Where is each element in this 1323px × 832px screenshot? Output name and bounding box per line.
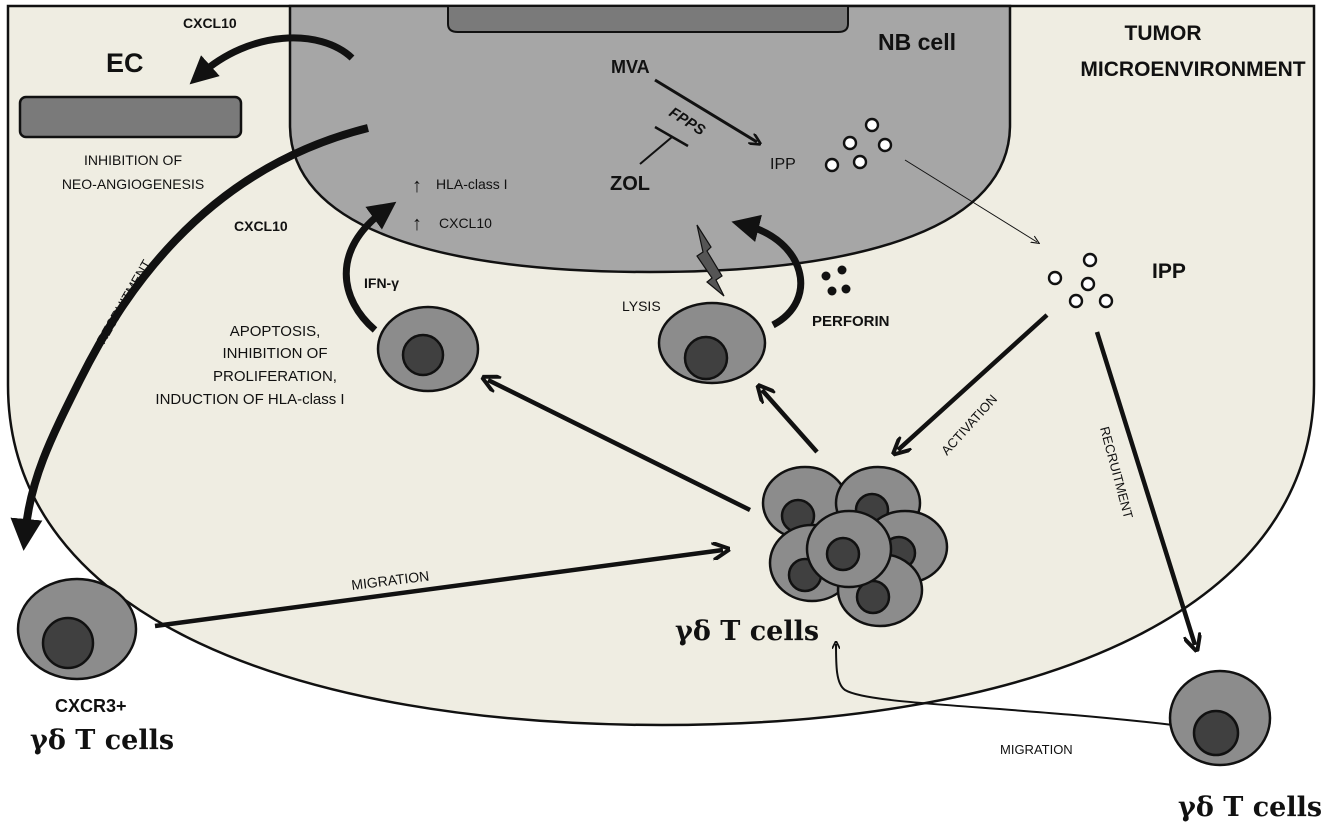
migration-right-label: MIGRATION — [1000, 742, 1073, 757]
inhibition-label-line2: NEO-ANGIOGENESIS — [62, 176, 204, 192]
cxcr3-t-cell — [16, 577, 138, 681]
lysis-label: LYSIS — [622, 298, 661, 314]
apoptosis-label-line1: APOPTOSIS, — [230, 323, 321, 340]
endothelial-cell — [18, 95, 243, 139]
gd-center-label: γδ T cells — [675, 616, 819, 647]
cxcl10-up-arrow: ↑ — [412, 213, 422, 235]
tumor-label-line2: MICROENVIRONMENT — [1080, 58, 1305, 81]
cxcl10-top-label: CXCL10 — [183, 15, 237, 31]
cxcl10-recruitment-arrow — [10, 124, 369, 551]
hla-up-arrow: ↑ — [412, 175, 422, 197]
ifn-gamma-arrow — [342, 201, 397, 333]
zol-inhibition-bar — [654, 125, 689, 148]
perforin-label: PERFORIN — [812, 313, 890, 330]
zol-label: ZOL — [610, 173, 650, 195]
apoptosis-label-line4: INDUCTION OF HLA-class I — [155, 391, 344, 408]
nb-cell — [288, 4, 1012, 274]
cluster-to-ifn-cell-arrow — [488, 380, 752, 513]
ipp-inside-label: IPP — [770, 156, 796, 173]
lysis-lightning-icon — [696, 224, 725, 297]
ipp-export-arrow — [904, 159, 1037, 242]
apoptosis-label-line2: INHIBITION OF — [223, 345, 328, 362]
cxcl10-to-ec-arrow — [189, 34, 355, 85]
recruitment-right-arrow — [1094, 331, 1195, 645]
activation-arrow — [898, 313, 1049, 450]
apoptosis-label-line3: PROLIFERATION, — [213, 368, 337, 385]
ipp-molecules-inside — [824, 117, 893, 173]
recruited-t-cell — [1168, 669, 1272, 767]
cluster-to-lysis-cell-arrow — [762, 390, 819, 454]
cxcr3-label-line1: CXCR3+ — [55, 696, 127, 716]
cxcl10-up-label: CXCL10 — [439, 215, 492, 231]
ifn-gamma-t-cell — [376, 305, 480, 393]
migration-left-arrow — [154, 550, 723, 629]
nb-cell-label: NB cell — [878, 29, 956, 55]
perforin-arrow — [731, 214, 805, 329]
ipp-molecules-outside — [1047, 252, 1114, 309]
mva-to-ipp-arrow — [654, 78, 757, 142]
nb-cell-nucleus — [447, 5, 849, 33]
cxcl10-mid-label: CXCL10 — [234, 218, 288, 234]
zol-inhibition-line — [639, 136, 673, 165]
t-cell-cluster — [761, 465, 949, 628]
perforin-granules — [821, 265, 851, 296]
cxcr3-label-line2: γδ T cells — [30, 725, 174, 756]
tumor-label-line1: TUMOR — [1125, 22, 1202, 45]
migration-right-arrow — [836, 644, 1174, 726]
ipp-outside-label: IPP — [1152, 260, 1186, 283]
ifn-gamma-label: IFN-γ — [364, 275, 399, 291]
mva-label: MVA — [611, 57, 650, 77]
inhibition-label-line1: INHIBITION OF — [84, 152, 182, 168]
lysis-t-cell — [657, 301, 767, 385]
hla-class-i-label: HLA-class I — [436, 176, 508, 192]
gd-bottom-right-label: γδ T cells — [1178, 792, 1322, 823]
ec-label: EC — [106, 48, 144, 78]
